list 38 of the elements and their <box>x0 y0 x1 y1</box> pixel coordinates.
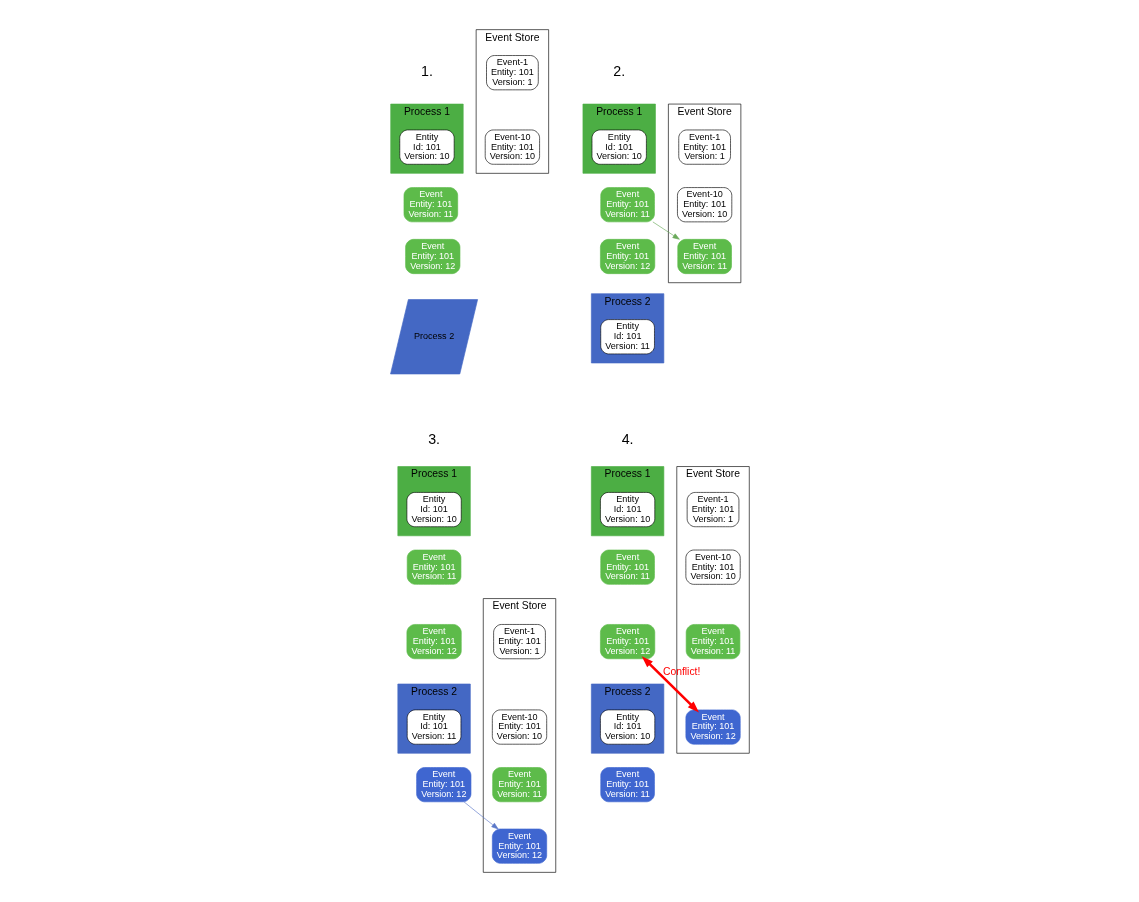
node-box: Event Entity: 101 Version: 12 <box>404 239 460 274</box>
node-box: Entity Id: 101 Version: 10 <box>398 129 454 165</box>
node-box: Event-10 Entity: 101 Version: 10 <box>676 187 732 223</box>
label: 2. <box>612 63 625 80</box>
node-box: Entity Id: 101 Version: 10 <box>406 492 462 528</box>
node-box: Event Entity: 101 Version: 12 <box>406 624 462 660</box>
node-box: Entity Id: 101 Version: 11 <box>599 319 655 355</box>
node-box: Entity Id: 101 Version: 10 <box>599 709 655 745</box>
node-box: Event Entity: 101 Version: 12 <box>415 767 471 803</box>
node-box: Event-10 Entity: 101 Version: 10 <box>685 549 741 585</box>
arrow <box>641 656 699 713</box>
node-box: Event-1 Entity: 101 Version: 1 <box>492 624 546 660</box>
node-box: Event Entity: 101 Version: 11 <box>599 187 655 223</box>
node-box: Event Entity: 101 Version: 12 <box>685 709 741 745</box>
label: 3. <box>427 431 440 448</box>
node-box: Entity Id: 101 Version: 10 <box>591 129 647 165</box>
node-box: Event-1 Entity: 101 Version: 1 <box>686 492 739 528</box>
label: 1. <box>420 63 433 80</box>
node-box: Event Entity: 101 Version: 11 <box>599 549 655 585</box>
node-box: Event Entity: 101 Version: 11 <box>491 767 547 803</box>
node-box: Event-1 Entity: 101 Version: 1 <box>485 55 539 91</box>
node-box: Event Entity: 101 Version: 11 <box>599 767 655 803</box>
node-box: Entity Id: 101 Version: 11 <box>406 709 461 745</box>
node-box: Event Entity: 101 Version: 12 <box>599 239 655 274</box>
edge-label: Conflict! <box>662 666 700 678</box>
node-box: Event Entity: 101 Version: 11 <box>403 187 458 223</box>
node-box: Event Entity: 101 Version: 11 <box>406 549 461 585</box>
arrow <box>463 801 498 830</box>
node-box: Event-1 Entity: 101 Version: 1 <box>677 129 731 165</box>
node-box: Event Entity: 101 Version: 11 <box>685 624 740 660</box>
label: 4. <box>621 431 634 448</box>
node-box: Event Entity: 101 Version: 12 <box>491 828 547 864</box>
node-box: Event Entity: 101 Version: 12 <box>599 624 655 660</box>
arrow <box>652 221 680 240</box>
node-box: Event-10 Entity: 101 Version: 10 <box>491 709 547 745</box>
node-box: Entity Id: 101 Version: 10 <box>599 492 655 528</box>
node-box: Event Entity: 101 Version: 11 <box>676 239 732 274</box>
node-box: Event-10 Entity: 101 Version: 10 <box>484 129 540 165</box>
